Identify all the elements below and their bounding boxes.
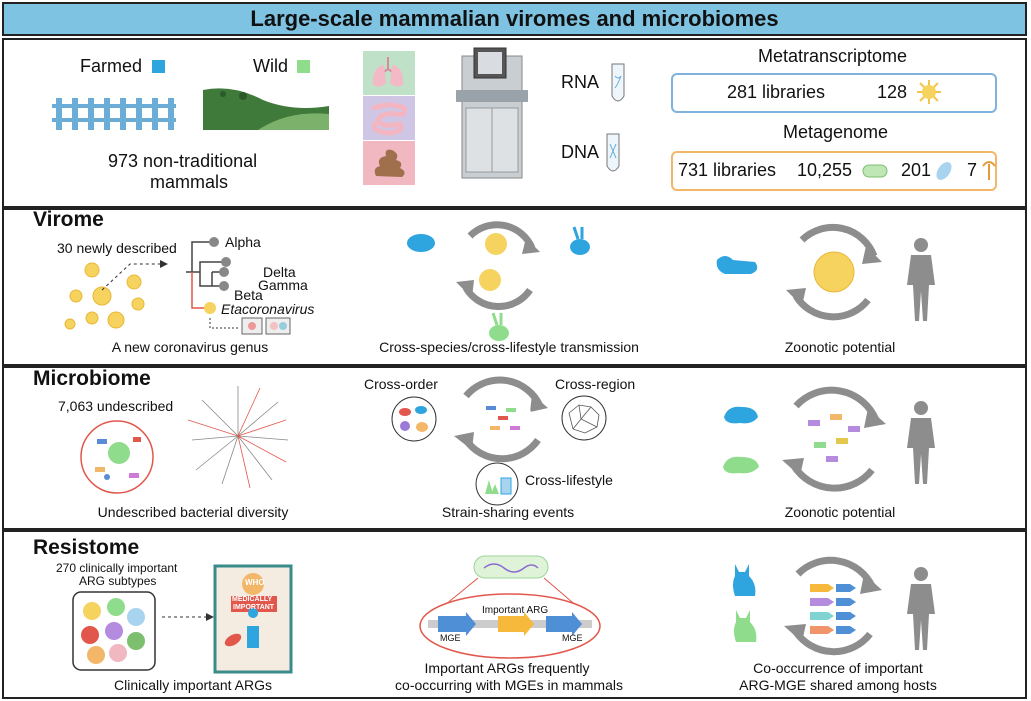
- arg-mge-diagram: [419, 555, 601, 659]
- resistome-caption-3-line1: Co-occurrence of important: [753, 660, 923, 676]
- farmed-swatch: [152, 60, 165, 73]
- lungs-icon: [372, 57, 404, 87]
- page-title: Large-scale mammalian viromes and microb…: [2, 2, 1027, 36]
- fence-icon: [52, 98, 176, 130]
- mge-left-label: MGE: [440, 633, 461, 643]
- metagenome-box: [671, 151, 997, 191]
- cross-order-animals-icon: [391, 396, 437, 442]
- tree-label-gamma: Gamma: [258, 277, 308, 293]
- metatranscriptome-box: [671, 73, 997, 113]
- cross-order-label: Cross-order: [364, 376, 438, 392]
- who-book-icon: [213, 564, 293, 674]
- mg-libraries: 731 libraries: [678, 160, 777, 180]
- badger-icon: [724, 406, 758, 424]
- resistome-panel: [2, 530, 1027, 699]
- title-text: Large-scale mammalian viromes and microb…: [250, 6, 779, 31]
- dashed-arrow: [101, 260, 168, 291]
- mg-fungi: 7: [967, 160, 978, 180]
- subtypes-line2: ARG subtypes: [79, 574, 157, 588]
- human-icon: [907, 401, 935, 484]
- virome-caption-1: A new coronavirus genus: [111, 339, 269, 355]
- book-line2: IMPORTANT: [233, 604, 275, 611]
- dashed-arrow-2: [162, 613, 214, 621]
- dna-tube-icon: [606, 133, 620, 172]
- cat-icon: [733, 564, 756, 596]
- human-icon: [907, 567, 935, 650]
- microbiome-panel: [2, 366, 1027, 530]
- tree-label-beta: Beta: [234, 287, 263, 303]
- subtypes-line1: 270 clinically important: [56, 561, 178, 575]
- mge-right-label: MGE: [562, 633, 583, 643]
- virus-icon: [917, 80, 941, 104]
- lifestyle-icon: [475, 462, 519, 506]
- cat-wild-icon: [734, 610, 757, 642]
- tree-label-delta: Delta: [263, 264, 296, 280]
- virome-heading: Virome: [33, 208, 104, 231]
- transmission-cycle: [456, 221, 540, 311]
- important-arg-label: Important ARG: [482, 605, 549, 616]
- intestine-icon: [371, 102, 407, 136]
- book-line1: MEDICALLY: [232, 596, 273, 603]
- microbiome-heading: Microbiome: [33, 367, 151, 390]
- sequencer-icon: [456, 47, 528, 179]
- newly-described-label: 30 newly described: [57, 240, 177, 256]
- arg-subtypes-box: [72, 591, 156, 671]
- zoonotic-cycle-virus: [786, 223, 882, 321]
- metatranscriptome-label: Metatranscriptome: [758, 46, 908, 66]
- microbiome-caption-3: Zoonotic potential: [784, 504, 896, 520]
- metagenome-label: Metagenome: [783, 122, 889, 142]
- resistome-caption-2-line1: Important ARGs frequently: [424, 660, 590, 676]
- mg-other: 201: [901, 160, 932, 180]
- human-icon: [907, 238, 935, 321]
- cross-region-label: Cross-region: [555, 376, 636, 392]
- resistome-caption-1: Clinically important ARGs: [114, 677, 272, 693]
- resistome-caption-3-line2: ARG-MGE shared among hosts: [739, 677, 937, 693]
- microbiome-caption-2: Strain-sharing events: [441, 504, 575, 520]
- resistome-heading: Resistome: [33, 536, 140, 559]
- zoonotic-cycle-bacteria: [782, 386, 886, 492]
- rabbit-wild-icon: [489, 312, 509, 341]
- micrograph-icons: [209, 317, 291, 335]
- dna-label: DNA: [561, 142, 600, 162]
- hamster-icon: [407, 234, 435, 252]
- map-icon: [561, 395, 607, 441]
- farmed-label: Farmed: [80, 56, 143, 76]
- rabbit-icon: [570, 226, 590, 255]
- resistome-caption-2-line2: co-occurring with MGEs in mammals: [395, 677, 623, 693]
- strain-sharing-cycle: [454, 376, 548, 463]
- who-label: WHO: [245, 578, 265, 587]
- virus-cluster-icon: [64, 262, 145, 330]
- genus-label: Etacoronavirus: [221, 301, 315, 317]
- phylogenetic-tree: [186, 237, 231, 314]
- virome-panel: [2, 208, 1027, 366]
- mammals-line2: mammals: [150, 172, 229, 192]
- bacteria-circle-icon: [80, 420, 154, 494]
- virome-caption-3: Zoonotic potential: [784, 339, 896, 355]
- rna-tube-icon: [611, 63, 625, 102]
- archaea-icon: [936, 162, 952, 180]
- mt-libraries: 281 libraries: [727, 82, 826, 102]
- arg-sharing-cycle: [784, 556, 882, 656]
- phylogeny-radial-icon: [187, 386, 289, 489]
- badger-wild-icon: [723, 456, 759, 474]
- virome-caption-2: Cross-species/cross-lifestyle transmissi…: [379, 339, 639, 355]
- bacteria-icon: [862, 164, 888, 178]
- mg-bacteria: 10,255: [797, 160, 853, 180]
- mammals-line1: 973 non-traditional: [108, 151, 258, 171]
- overview-panel: [2, 38, 1027, 208]
- microbiome-caption-1: Undescribed bacterial diversity: [97, 504, 289, 520]
- tree-label-alpha: Alpha: [225, 234, 261, 250]
- mt-viruses: 128: [877, 82, 908, 102]
- wild-label: Wild: [253, 56, 288, 76]
- wild-swatch: [297, 60, 310, 73]
- undescribed-label: 7,063 undescribed: [58, 398, 174, 414]
- fungi-icon: [982, 161, 996, 180]
- cross-lifestyle-label: Cross-lifestyle: [525, 472, 613, 488]
- feces-icon: [374, 149, 405, 177]
- rna-label: RNA: [561, 72, 600, 92]
- wild-landscape-icon: [203, 88, 329, 130]
- civet-icon: [716, 256, 758, 274]
